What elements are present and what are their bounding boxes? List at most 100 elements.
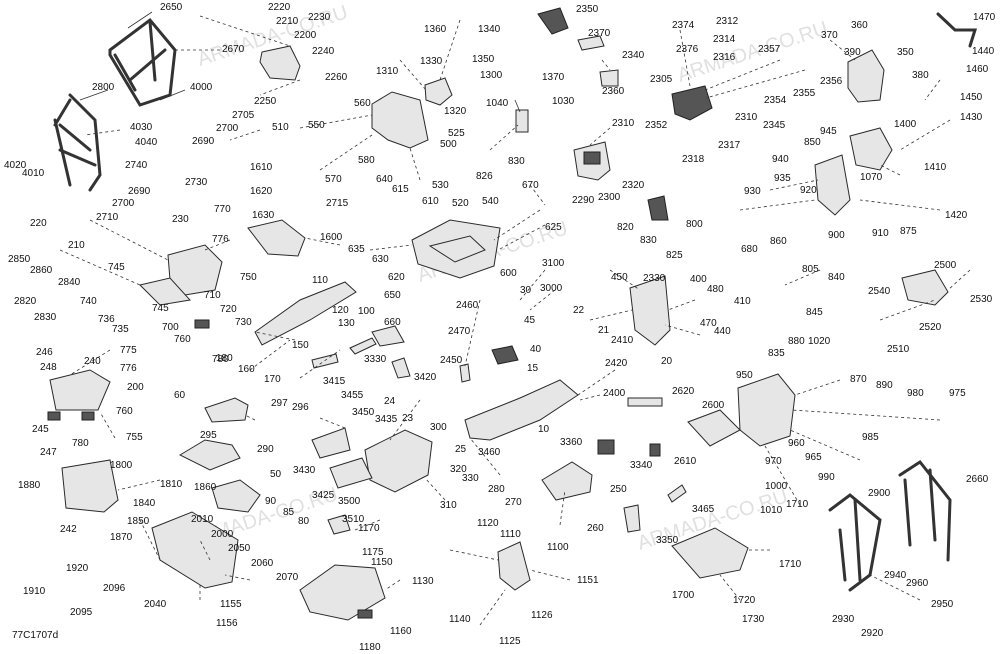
callout-label: 730 [235, 317, 252, 328]
callout-label: 330 [462, 473, 479, 484]
callout-label: 1155 [220, 599, 242, 610]
part-780b [81, 411, 95, 421]
callout-label: 2350 [576, 4, 599, 15]
part-3330 [349, 337, 377, 355]
callout-label: 2070 [276, 572, 299, 583]
callout-label: 840 [828, 272, 845, 283]
part-3420 [391, 357, 411, 379]
callout-label: 2260 [325, 72, 348, 83]
part-2350 [537, 7, 569, 35]
callout-label: 2210 [276, 16, 299, 27]
callout-label: 2230 [308, 12, 331, 23]
callout-label: 240 [84, 356, 101, 367]
part-245 [47, 411, 61, 421]
callout-label: 2340 [622, 50, 645, 61]
callout-label: 500 [440, 139, 457, 150]
callout-label: 975 [949, 388, 966, 399]
part-250 [541, 461, 593, 501]
callout-label: 60 [174, 390, 186, 401]
callout-label: 1360 [424, 24, 447, 35]
callout-label: 1300 [480, 70, 503, 81]
callout-label: 130 [338, 318, 355, 329]
callout-label: 2095 [70, 607, 93, 618]
callout-label: 2060 [251, 558, 274, 569]
part-3415 [311, 353, 339, 369]
callout-label: 1125 [499, 636, 521, 647]
callout-label: 800 [686, 219, 703, 230]
callout-label: 1840 [133, 498, 156, 509]
callout-label: 2740 [125, 160, 148, 171]
callout-label: 2920 [861, 628, 884, 639]
callout-label: 2700 [112, 198, 135, 209]
callout-label: 15 [527, 363, 539, 374]
part-400 [629, 275, 671, 346]
callout-label: 2240 [312, 46, 335, 57]
callout-label: 3430 [293, 465, 316, 476]
callout-label: 3420 [414, 372, 437, 383]
part-1160 [357, 609, 373, 619]
callout-label: 1400 [894, 119, 917, 130]
callout-label: 2840 [58, 277, 81, 288]
diagram-id-label: 77C1707d [12, 630, 58, 641]
callout-label: 3425 [312, 490, 335, 501]
callout-label: 100 [358, 306, 375, 317]
callout-label: 735 [112, 324, 129, 335]
callout-label: 750 [240, 272, 257, 283]
callout-label: 40 [530, 344, 542, 355]
callout-label: 247 [40, 447, 57, 458]
callout-label: 4040 [135, 137, 158, 148]
callout-label: 550 [308, 120, 325, 131]
callout-label: 680 [741, 244, 758, 255]
callout-label: 110 [312, 275, 328, 286]
callout-label: 1160 [390, 626, 412, 637]
callout-label: 4030 [130, 122, 153, 133]
part-50 [211, 479, 261, 513]
callout-label: 920 [800, 185, 817, 196]
callout-label: 825 [666, 250, 683, 261]
callout-label: 200 [127, 382, 144, 393]
callout-label: 900 [828, 230, 845, 241]
part-600-inner [428, 235, 486, 263]
part-2450 [459, 363, 471, 383]
callout-label: 940 [772, 154, 789, 165]
callout-label: 1040 [486, 98, 509, 109]
callout-label: 2850 [8, 254, 31, 265]
callout-label: 300 [430, 422, 447, 433]
callout-label: 2355 [793, 88, 816, 99]
callout-label: 1460 [966, 64, 989, 75]
roll-cage-front-part [53, 17, 177, 192]
callout-label: 530 [432, 180, 449, 191]
callout-label: 950 [736, 370, 753, 381]
part-1300 [424, 77, 453, 106]
callout-label: 1450 [960, 92, 983, 103]
callout-label: 2317 [718, 140, 741, 151]
callout-label: 2310 [612, 118, 635, 129]
callout-label: 90 [265, 496, 277, 507]
callout-label: 160 [238, 364, 255, 375]
callout-label: 2510 [887, 344, 910, 355]
callout-label: 2820 [14, 296, 37, 307]
callout-label: 1130 [412, 576, 434, 587]
callout-label: 945 [820, 126, 837, 137]
callout-label: 1126 [531, 610, 553, 621]
callout-label: 1330 [420, 56, 443, 67]
part-3350 [623, 504, 641, 533]
callout-label: 710 [204, 290, 221, 301]
callout-label: 736 [98, 314, 115, 325]
callout-label: 120 [332, 305, 349, 316]
callout-label: 2400 [603, 388, 626, 399]
callout-label: 740 [80, 296, 97, 307]
callout-label: 635 [348, 244, 365, 255]
part-2500 [901, 269, 949, 306]
callout-label: 1070 [860, 172, 883, 183]
callout-label: 625 [545, 222, 562, 233]
callout-label: 835 [768, 348, 785, 359]
callout-label: 1340 [478, 24, 501, 35]
callout-label: 3450 [352, 407, 375, 418]
callout-label: 850 [804, 137, 821, 148]
roll-cage-rear-part [828, 459, 952, 592]
callout-label: 2314 [713, 34, 736, 45]
callout-label: 1175 [362, 547, 384, 558]
callout-label: 2660 [966, 474, 989, 485]
callout-label: 20 [661, 356, 673, 367]
